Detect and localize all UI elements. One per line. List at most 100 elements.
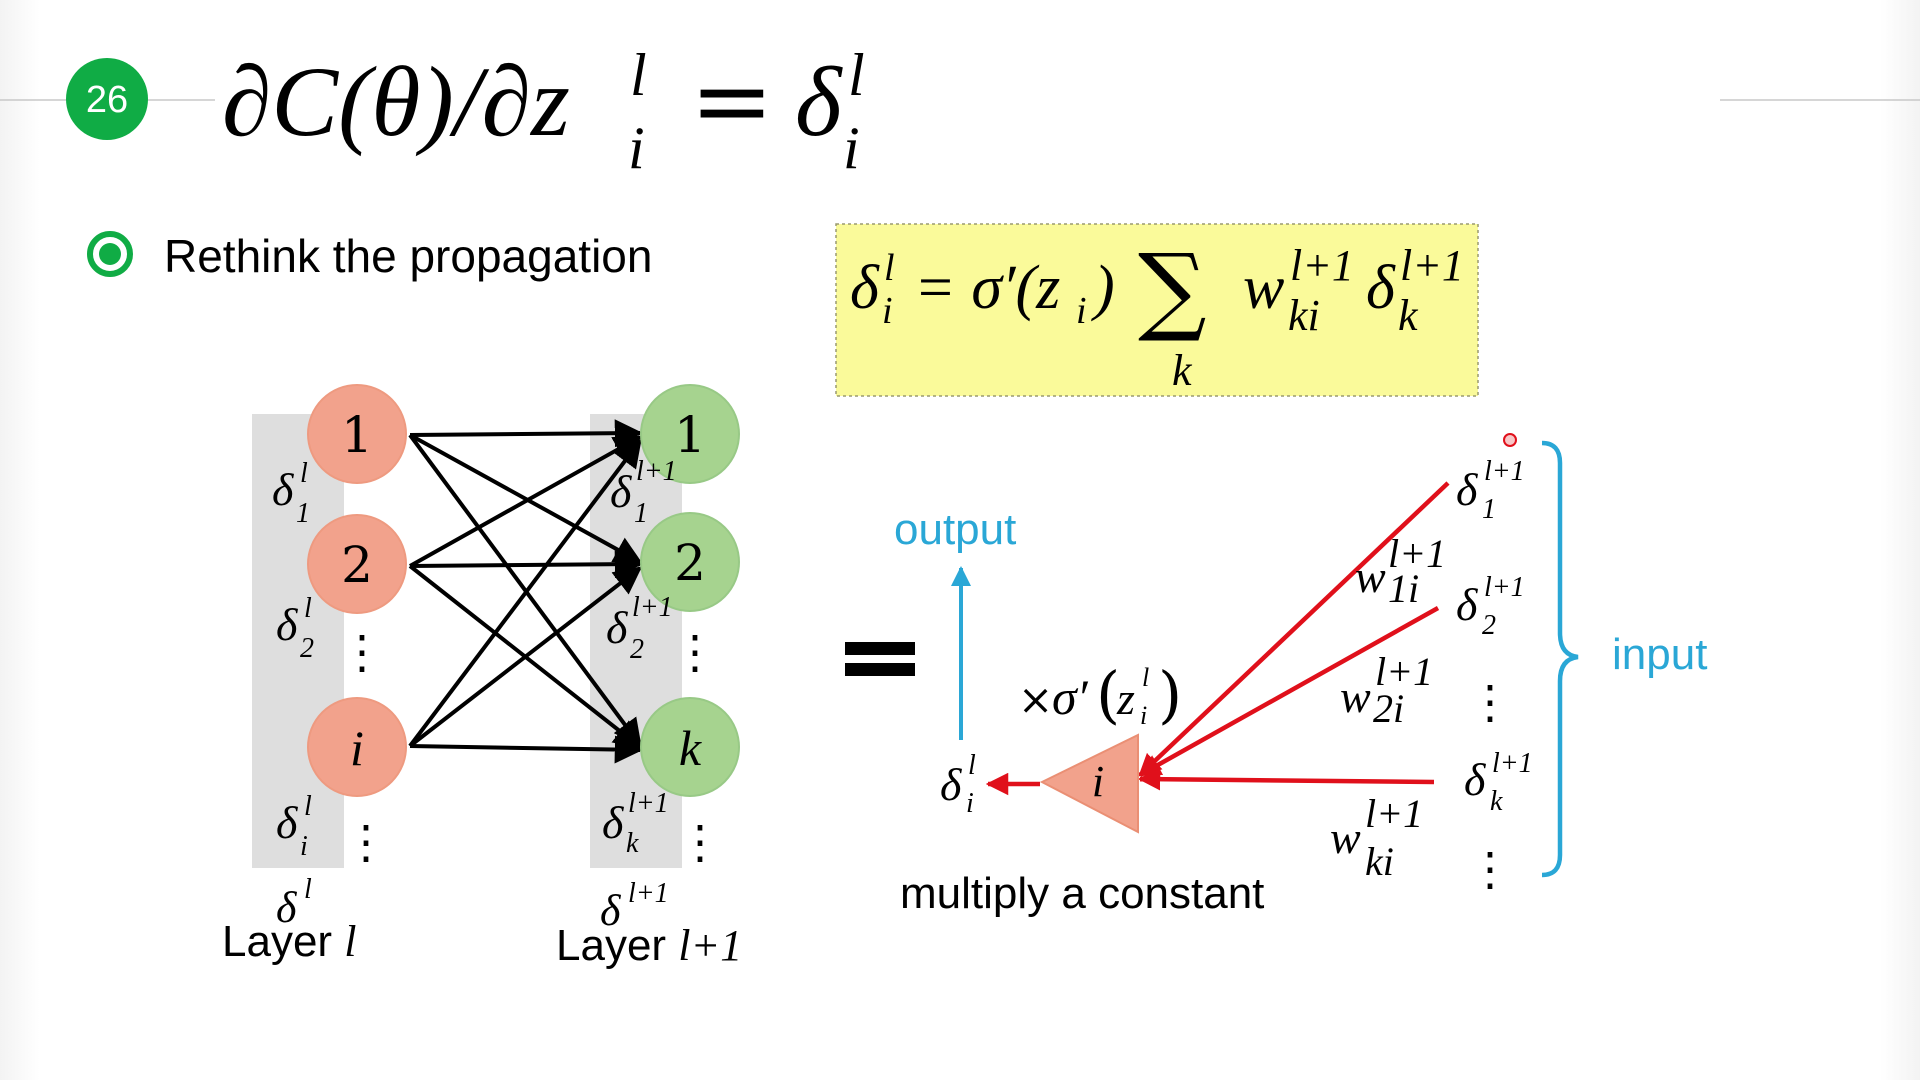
layer-l-delta-1-sup: l bbox=[300, 458, 308, 489]
layer-l1-delta-1: δ bbox=[610, 466, 632, 517]
input-line-k bbox=[1137, 767, 1435, 791]
multiplier-sub: i bbox=[1140, 701, 1147, 730]
edge-i-1 bbox=[408, 438, 642, 748]
layer-l1-node-1 bbox=[640, 384, 740, 484]
bullet-text: Rethink the propagation bbox=[164, 230, 652, 282]
layer-l1-dots-bottom: ⋮ bbox=[677, 815, 723, 869]
layer-l-vector: δ bbox=[276, 883, 298, 932]
edge-1-k bbox=[408, 433, 642, 748]
input-brace bbox=[1541, 440, 1579, 878]
output-label: output bbox=[894, 505, 1016, 554]
edge-1-1 bbox=[409, 419, 643, 448]
input-line-2 bbox=[1138, 606, 1440, 777]
formula-delta2-sup: l+1 bbox=[1400, 241, 1464, 290]
title-equals: = bbox=[690, 42, 774, 159]
formula-delta2: δ bbox=[1366, 254, 1396, 322]
in-delta-2-sub: 2 bbox=[1482, 610, 1496, 641]
in-delta-2: δ bbox=[1456, 579, 1478, 630]
multiplier-sigma: σ′ bbox=[1052, 669, 1089, 725]
layer-l-band bbox=[252, 414, 344, 868]
layer-l1-nodes: 1 2 k bbox=[640, 384, 740, 797]
out-delta: δ bbox=[940, 759, 962, 810]
in-delta-1: δ bbox=[1456, 464, 1478, 515]
layer-l-label: Layer l bbox=[222, 917, 357, 966]
formula-box bbox=[835, 223, 1479, 397]
edge-2-1 bbox=[409, 435, 643, 568]
title-rhs-sub: i bbox=[843, 115, 860, 181]
network-dots: ⋮ ⋮ ⋮ ⋮ bbox=[339, 625, 723, 869]
edge-i-2 bbox=[408, 566, 643, 748]
slide-number-badge bbox=[66, 58, 148, 140]
weight-k-sup: l+1 bbox=[1365, 791, 1423, 836]
layer-l-delta-i-sub: i bbox=[300, 831, 308, 862]
layer-l-delta-i: δ bbox=[276, 797, 298, 848]
title-rhs: δ bbox=[795, 46, 843, 157]
formula-delta: δ bbox=[850, 254, 880, 322]
formula-mid-sub: i bbox=[1076, 290, 1087, 332]
slide-number: 26 bbox=[86, 79, 128, 121]
layer-l1-deltas: δ l+1 1 δ l+1 2 δ l+1 k bbox=[602, 456, 677, 859]
title-lhs: ∂C(θ)/∂z bbox=[222, 46, 570, 157]
neuron-triangle bbox=[1039, 733, 1139, 834]
in-delta-2-sup: l+1 bbox=[1484, 572, 1525, 603]
layer-l1-dots-mid: ⋮ bbox=[672, 625, 718, 679]
layer-vectors: δ l δ l+1 bbox=[276, 874, 669, 935]
input-dots: ⋮ ⋮ bbox=[1467, 675, 1513, 896]
formula-delta2-sub: k bbox=[1398, 291, 1419, 340]
neuron-label: i bbox=[1092, 757, 1104, 806]
page-title: ∂C(θ)/∂z l i = δ l i bbox=[222, 42, 865, 181]
network-connections bbox=[408, 419, 643, 764]
layer-l1-vector: δ bbox=[600, 886, 622, 935]
layer-l-nodes: 1 2 i bbox=[307, 384, 407, 797]
in-delta-k-sub: k bbox=[1490, 786, 1503, 817]
caption: multiply a constant bbox=[900, 869, 1264, 918]
equals-bar-top bbox=[845, 642, 915, 655]
weight-2: w bbox=[1340, 671, 1371, 722]
formula-w: w bbox=[1243, 254, 1284, 322]
layer-l-node-2-label: 2 bbox=[341, 536, 373, 594]
layer-l1-delta-1-sup: l+1 bbox=[636, 456, 677, 487]
multiplier-open: ( bbox=[1096, 658, 1120, 731]
layer-l1-delta-1-sub: 1 bbox=[634, 498, 648, 529]
layer-l1-node-1-label: 1 bbox=[674, 406, 706, 464]
in-delta-1-sup: l+1 bbox=[1484, 456, 1525, 487]
weight-1-sub: 1i bbox=[1388, 566, 1419, 611]
layer-l-dots-mid: ⋮ bbox=[339, 625, 385, 679]
multiplier-sup: l bbox=[1142, 663, 1149, 692]
title-lhs-sup: l bbox=[630, 42, 647, 108]
input-dots-mid: ⋮ bbox=[1467, 675, 1513, 729]
weights: w l+1 1i w l+1 2i w l+1 ki bbox=[1330, 531, 1446, 884]
layer-l-deltas: δ l 1 δ l 2 δ l i bbox=[272, 458, 314, 862]
in-delta-k: δ bbox=[1464, 754, 1486, 805]
layer-l1-node-2-label: 2 bbox=[674, 534, 706, 592]
layer-l-delta-2-sup: l bbox=[304, 593, 312, 624]
multiplier-times: × bbox=[1018, 675, 1053, 724]
formula-delta-sup: l bbox=[884, 247, 895, 289]
layer-l-delta-2: δ bbox=[276, 599, 298, 650]
layer-l-node-2 bbox=[307, 514, 407, 614]
layer-l-node-i bbox=[307, 697, 407, 797]
weight-1-sup: l+1 bbox=[1388, 531, 1446, 576]
layer-l1-node-k bbox=[640, 697, 740, 797]
multiplier-close: ) bbox=[1158, 658, 1182, 731]
layer-l1-delta-k: δ bbox=[602, 797, 624, 848]
formula-w-sup: l+1 bbox=[1290, 241, 1354, 290]
layer-l1-node-k-label: k bbox=[679, 720, 702, 776]
edge-i-k bbox=[409, 735, 643, 764]
formula-w-sub: ki bbox=[1288, 291, 1320, 340]
out-delta-sup: l bbox=[968, 750, 976, 781]
weight-k: w bbox=[1330, 812, 1361, 863]
layer-l-vector-sup: l bbox=[304, 874, 312, 905]
input-lines bbox=[1137, 481, 1450, 791]
layer-l1-delta-2-sub: 2 bbox=[630, 634, 644, 665]
input-line-1 bbox=[1138, 481, 1450, 777]
multiplier-z: z bbox=[1116, 673, 1135, 724]
title-lhs-sub: i bbox=[628, 115, 645, 181]
layer-l1-delta-2-sup: l+1 bbox=[632, 592, 673, 623]
layer-l1-vector-sup: l+1 bbox=[628, 878, 669, 909]
input-label: input bbox=[1612, 630, 1707, 679]
layer-l1-delta-k-sup: l+1 bbox=[628, 788, 669, 819]
edge-1-2 bbox=[409, 433, 643, 564]
